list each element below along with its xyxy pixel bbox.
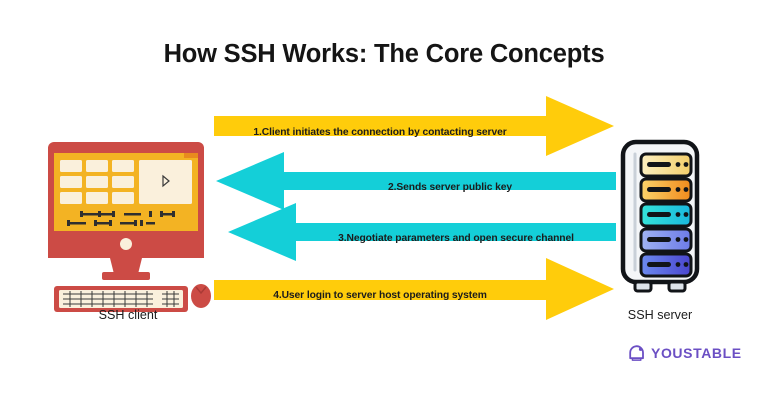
flow-arrow-3 — [216, 203, 616, 261]
desktop-computer-icon — [48, 142, 211, 312]
flow-arrow-1-label: 1.Client initiates the connection by con… — [253, 127, 507, 138]
flow-arrow-4 — [214, 258, 614, 320]
server-illustration — [608, 138, 712, 298]
flow-arrow-1 — [214, 96, 614, 156]
server-caption: SSH server — [627, 308, 693, 322]
youstable-logo-icon — [629, 345, 644, 361]
client-caption: SSH client — [98, 308, 158, 322]
flow-arrow-4-shape — [214, 258, 614, 320]
flow-arrow-2-shape — [216, 152, 616, 210]
flow-arrow-2-label: 2.Sends server public key — [388, 182, 512, 193]
flow-arrow-2 — [216, 152, 616, 210]
flow-arrow-4-label: 4.User login to server host operating sy… — [273, 290, 487, 301]
server-rack-icon — [620, 139, 700, 293]
flow-arrow-1-shape — [214, 96, 614, 156]
youstable-logo: YOUSTABLE — [627, 343, 742, 363]
client-illustration — [36, 136, 216, 316]
flow-arrow-3-label: 3.Negotiate parameters and open secure c… — [338, 233, 574, 244]
flow-arrow-3-shape — [228, 203, 616, 261]
page-title: How SSH Works: The Core Concepts — [163, 40, 605, 68]
youstable-logo-text: YOUSTABLE — [651, 345, 742, 361]
